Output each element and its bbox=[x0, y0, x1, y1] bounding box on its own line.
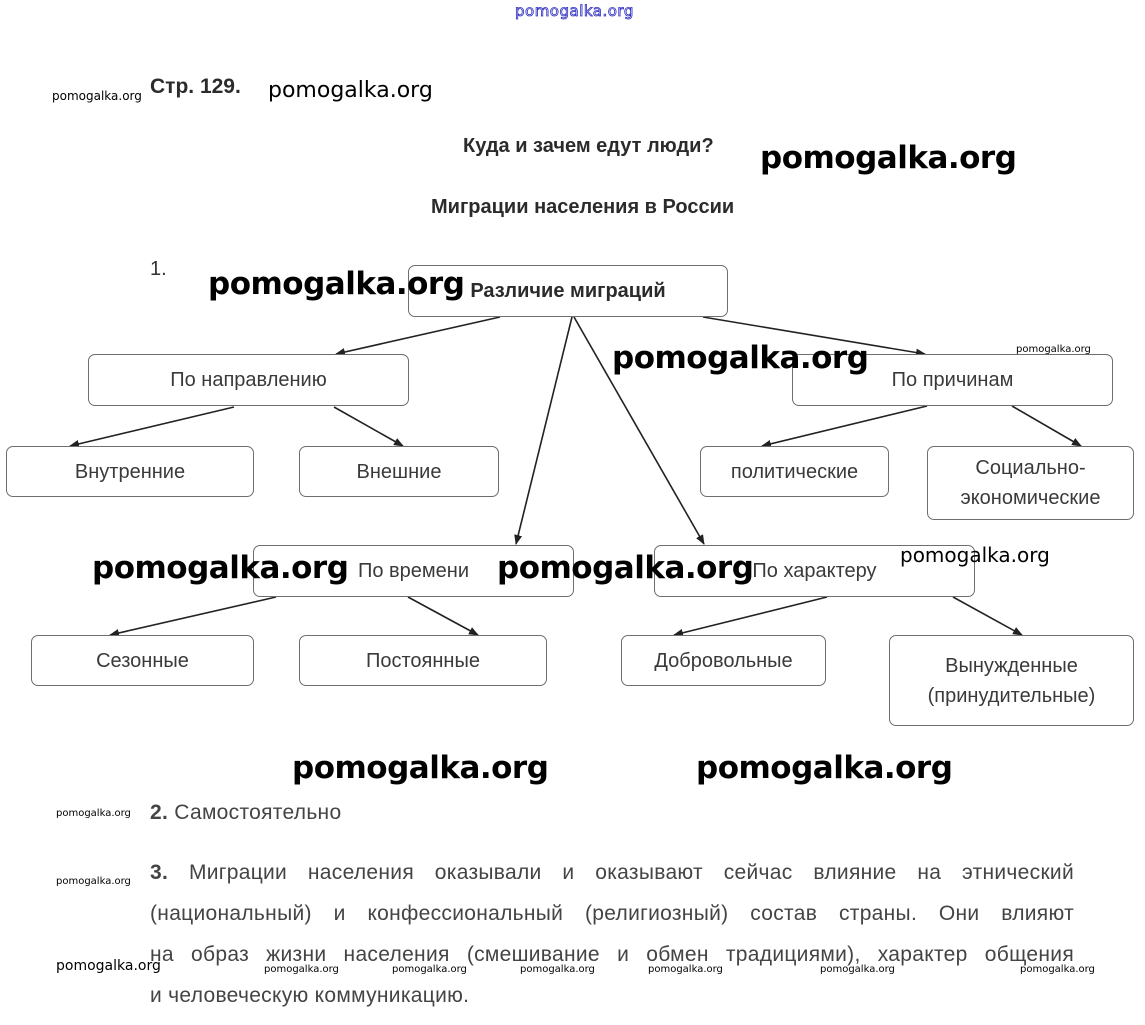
watermark: pomogalka.org bbox=[264, 964, 339, 975]
arrow-direction-to-external bbox=[333, 406, 404, 447]
watermark: pomogalka.org bbox=[268, 78, 433, 103]
task-1-number: 1. bbox=[150, 258, 167, 280]
watermark: pomogalka.org bbox=[208, 266, 465, 302]
leaf-label: Социально- экономические bbox=[960, 457, 1101, 509]
watermark: pomogalka.org bbox=[392, 964, 467, 975]
watermark: pomogalka.org bbox=[497, 550, 754, 586]
watermark: pomogalka.org bbox=[760, 140, 1017, 176]
category-label: По характеру bbox=[752, 560, 877, 582]
leaf-node-external: Внешние bbox=[299, 446, 499, 497]
arrow-character-to-voluntary bbox=[673, 596, 828, 637]
watermark: pomogalka.org bbox=[56, 808, 131, 819]
page-title: Куда и зачем едут люди? bbox=[463, 135, 714, 157]
category-node-time: По времени bbox=[253, 545, 574, 597]
arrow-root-to-character bbox=[573, 316, 705, 545]
arrow-time-to-permanent bbox=[407, 596, 479, 636]
watermark: pomogalka.org bbox=[56, 876, 131, 887]
leaf-node-forced: Вынужденные (принудительные) bbox=[889, 635, 1134, 726]
arrow-time-to-seasonal bbox=[109, 596, 277, 637]
watermark-top: pomogalka.org bbox=[515, 2, 634, 21]
leaf-label: Внешние bbox=[356, 460, 442, 483]
watermark: pomogalka.org bbox=[648, 964, 723, 975]
category-node-causes: По причинам bbox=[792, 354, 1113, 406]
watermark: pomogalka.org bbox=[56, 958, 161, 974]
arrow-direction-to-internal bbox=[69, 406, 235, 448]
leaf-label: Сезонные bbox=[96, 649, 189, 672]
task-2-text: Самостоятельно bbox=[174, 801, 342, 824]
category-label: По направлению bbox=[170, 369, 327, 391]
watermark: pomogalka.org bbox=[52, 89, 142, 103]
watermark: pomogalka.org bbox=[612, 340, 869, 376]
task-3-line-1: 3. Миграции населения оказывали и оказыв… bbox=[150, 861, 1074, 885]
leaf-label: Внутренние bbox=[74, 460, 186, 483]
leaf-node-permanent: Постоянные bbox=[299, 635, 547, 686]
leaf-node-political: политические bbox=[700, 446, 889, 497]
task-3-number: 3. bbox=[150, 861, 169, 884]
arrow-root-to-direction bbox=[335, 316, 501, 356]
page-reference: Стр. 129. bbox=[150, 75, 241, 98]
category-label: По причинам bbox=[891, 369, 1014, 391]
arrow-root-to-time bbox=[514, 316, 573, 545]
leaf-label: Постоянные bbox=[366, 649, 480, 672]
arrow-causes-to-political bbox=[761, 405, 928, 448]
task-3-line-3: на образ жизни населения (смешивание и о… bbox=[150, 943, 1074, 966]
root-label: Различие миграций bbox=[470, 280, 666, 302]
leaf-label: Добровольные bbox=[654, 649, 793, 672]
task-3-line-2: (национальный) и конфессиональный (религ… bbox=[150, 902, 1074, 925]
watermark: pomogalka.org bbox=[1016, 344, 1091, 355]
leaf-node-seasonal: Сезонные bbox=[31, 635, 254, 686]
watermark: pomogalka.org bbox=[520, 964, 595, 975]
watermark: pomogalka.org bbox=[696, 750, 953, 786]
task-2: 2. Самостоятельно bbox=[150, 801, 341, 825]
leaf-label: политические bbox=[730, 460, 859, 483]
watermark: pomogalka.org bbox=[820, 964, 895, 975]
category-node-direction: По направлению bbox=[88, 354, 409, 406]
task-3-line-4: и человеческую коммуникацию. bbox=[150, 984, 470, 1007]
arrow-character-to-forced bbox=[952, 596, 1023, 636]
watermark: pomogalka.org bbox=[1020, 964, 1095, 975]
category-label: По времени bbox=[357, 560, 469, 582]
task-3-text: Миграции населения оказывали и оказывают… bbox=[188, 861, 1074, 884]
diagram-root-node: Различие миграций bbox=[408, 265, 728, 317]
task-2-number: 2. bbox=[150, 801, 169, 824]
leaf-node-socio-economic: Социально- экономические bbox=[927, 446, 1134, 520]
watermark: pomogalka.org bbox=[92, 550, 349, 586]
arrow-root-to-causes bbox=[702, 316, 926, 357]
page-subtitle: Миграции населения в России bbox=[431, 196, 735, 218]
watermark: pomogalka.org bbox=[900, 543, 1050, 567]
arrow-causes-to-socio bbox=[1011, 405, 1082, 447]
category-node-character: По характеру bbox=[654, 545, 975, 597]
leaf-label: Вынужденные (принудительные) bbox=[927, 654, 1096, 707]
leaf-node-internal: Внутренние bbox=[6, 446, 254, 497]
leaf-node-voluntary: Добровольные bbox=[621, 635, 826, 686]
watermark: pomogalka.org bbox=[292, 750, 549, 786]
